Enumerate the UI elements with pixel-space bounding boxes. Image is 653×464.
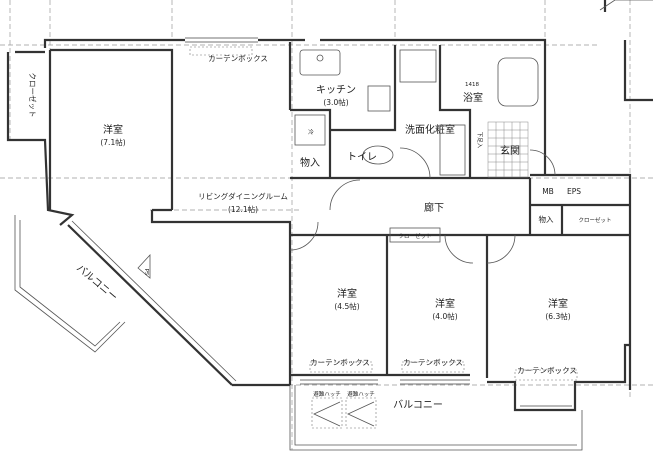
kitchen-size: (3.0帖) xyxy=(323,97,348,107)
room-western-4-0-size: (4.0帖) xyxy=(432,311,457,321)
vanity-icon xyxy=(439,124,466,176)
washer-icon xyxy=(399,49,437,83)
room-western-6-3-size: (6.3帖) xyxy=(545,311,570,321)
closet-right-label: クローゼット xyxy=(578,216,611,224)
toilet-icon xyxy=(362,145,394,165)
room-western-4-5-size: (4.5帖) xyxy=(334,301,359,311)
grid-lines xyxy=(0,0,653,450)
entrance-label: 玄関 xyxy=(500,144,520,157)
sink-icon xyxy=(299,49,341,76)
ldk-size: (12.1帖) xyxy=(228,204,258,214)
closet-middle-label: クローゼット xyxy=(398,232,431,240)
hatch-box xyxy=(311,397,343,429)
hatch-1-label: 避難ハッチ xyxy=(313,390,341,398)
curtain-box-label: カーテンボックス xyxy=(517,366,577,375)
ldk-name: リビングダイニングルーム xyxy=(198,191,288,201)
fixtures xyxy=(289,49,556,429)
fridge-icon xyxy=(294,114,326,146)
room-western-7-1-size: (7.1帖) xyxy=(100,137,125,147)
room-western-6-3-name: 洋室 xyxy=(548,297,568,310)
fridge-label: 冷 xyxy=(308,128,314,136)
door-swing xyxy=(486,234,516,264)
door-swing xyxy=(399,147,431,179)
kitchen-name: キッチン xyxy=(316,84,356,96)
entrance-tiles xyxy=(487,121,529,178)
curtain-box-label: カーテンボックス xyxy=(310,358,370,367)
bathtub-icon xyxy=(497,57,539,107)
hatch-2-label: 避難ハッチ xyxy=(347,390,375,398)
door-swing xyxy=(289,221,319,251)
storage-1-label: 物入 xyxy=(300,156,320,169)
room-western-4-5-name: 洋室 xyxy=(337,287,357,300)
ps-label: PS xyxy=(143,269,149,276)
eps-label: EPS xyxy=(567,187,581,196)
corridor-label: 廊下 xyxy=(424,201,444,214)
closet-left-label: クローゼット xyxy=(28,73,38,118)
curtain-box-label: カーテンボックス xyxy=(208,54,268,63)
door-swing xyxy=(444,234,474,264)
hatch-box xyxy=(345,397,377,429)
balcony-bottom-label: バルコニー xyxy=(393,399,443,411)
storage-2-label: 物入 xyxy=(539,214,554,224)
walls xyxy=(6,0,653,451)
door-swing xyxy=(529,149,556,176)
shoe-box-label: 下足入 xyxy=(476,132,483,149)
labels: 洋室 (7.1帖) クローゼット カーテンボックス リビングダイニングルーム (… xyxy=(28,54,612,411)
curtain-box-label: カーテンボックス xyxy=(403,358,463,367)
mb-label: MB xyxy=(542,187,554,196)
bath-size-label: 1418 xyxy=(465,82,479,88)
washroom-label: 洗面化粧室 xyxy=(405,123,455,136)
door-swing xyxy=(329,179,361,211)
bath-label: 浴室 xyxy=(463,91,483,104)
stove-icon xyxy=(367,85,391,112)
room-western-7-1-name: 洋室 xyxy=(103,123,123,136)
room-western-4-0-name: 洋室 xyxy=(435,297,455,310)
toilet-label: トイレ xyxy=(347,152,377,163)
windows xyxy=(185,37,578,407)
